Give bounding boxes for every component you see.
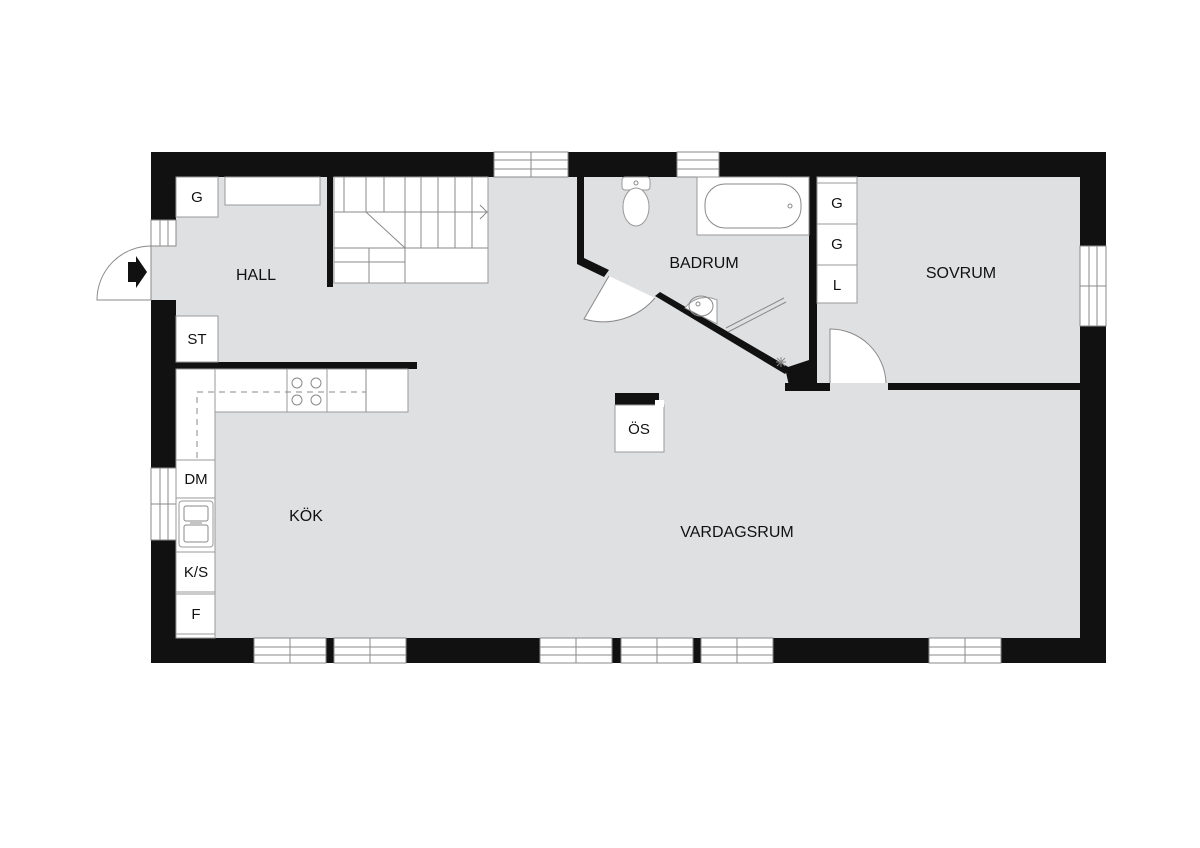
room-label-vardagsrum: VARDAGSRUM: [680, 524, 794, 541]
hall-bench: [224, 176, 321, 206]
interior-walls: [176, 177, 1080, 391]
kitchen-dm-label: DM: [184, 471, 207, 488]
room-label-sovrum: SOVRUM: [926, 265, 996, 282]
sovrum-linen-l: L: [816, 264, 858, 304]
sovrum-wardrobe-g1: G: [816, 176, 858, 225]
stove-icon: [291, 377, 322, 406]
shower-screen: [727, 301, 787, 333]
room-label-badrum: BADRUM: [669, 255, 738, 272]
room-label-kok: KÖK: [289, 507, 323, 525]
toilet-icon: [621, 176, 651, 227]
room-label-hall: HALL: [236, 267, 276, 284]
hall-st-label: ST: [187, 331, 206, 348]
hall-storage-st: ST: [175, 315, 219, 363]
kitchen-fridge-freezer: K/S: [175, 551, 216, 593]
hall-wardrobe-g: G: [175, 176, 219, 218]
kitchen-dishwasher: DM: [175, 459, 216, 499]
kitchen-ks-label: K/S: [184, 564, 208, 581]
sovrum-l-label: L: [833, 277, 841, 294]
kitchen-f-label: F: [191, 606, 200, 623]
windows-bottom: [253, 637, 1002, 664]
entrance-arrow-icon: [128, 256, 147, 288]
washbasin-icon: [684, 295, 718, 325]
sink-icon: [178, 500, 214, 548]
fireplace: ÖS: [614, 393, 665, 453]
sovrum-wardrobe-g2: G: [816, 223, 858, 266]
floor-drain-icon: [776, 357, 786, 367]
hall-g-label: G: [191, 189, 203, 206]
bedroom-door[interactable]: [829, 328, 887, 384]
sovrum-g2-label: G: [831, 236, 843, 253]
bathtub-icon: [696, 176, 810, 236]
sovrum-g1-label: G: [831, 195, 843, 212]
windows-side: [150, 219, 1107, 541]
kitchen-freezer: F: [175, 593, 216, 635]
entrance-door[interactable]: [96, 245, 152, 301]
entrance-opening: [151, 246, 177, 300]
bathroom-door[interactable]: [583, 275, 656, 323]
fireplace-label: ÖS: [628, 420, 650, 438]
staircase: [333, 176, 489, 284]
